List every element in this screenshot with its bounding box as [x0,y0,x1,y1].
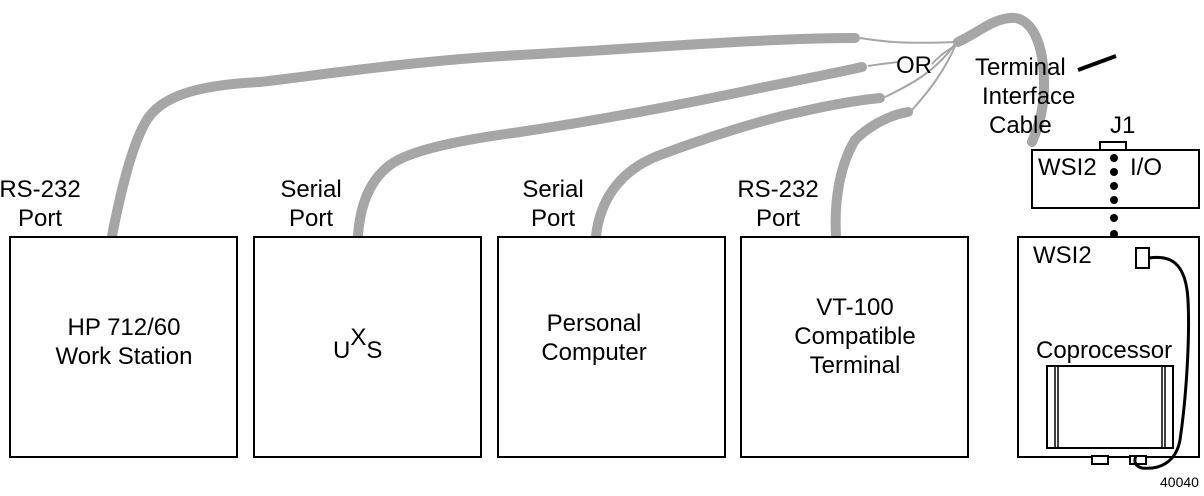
vt-name-1: VT-100 [816,294,893,321]
hp-port-label-1: RS-232 [0,176,81,203]
bottom-tab-right [1129,455,1147,465]
bottom-tab-left [1091,455,1109,465]
uxs-name: UXS [333,324,382,364]
cable-label-2: Interface [982,83,1075,110]
coprocessor-wsi2-label: WSI2 [1033,242,1092,269]
uxs-port-label-1: Serial [280,176,341,203]
cable-hp [107,33,860,241]
wire-or-right [931,43,959,65]
pc-box [497,236,726,458]
hp-port-label-2: Port [18,205,62,232]
internal-ribbon-cable [1133,255,1191,470]
pc-name-2: Computer [541,339,646,366]
or-label: OR [896,52,932,79]
vt-port-label-1: RS-232 [737,176,818,203]
pc-name-1: Personal [547,310,642,337]
cable-label-3: Cable [989,112,1052,139]
pc-port-label-2: Port [531,205,575,232]
cable-pc [591,93,885,241]
coprocessor-label: Coprocessor [1036,337,1172,364]
wire-hp [859,37,956,44]
uxs-port-label-2: Port [289,205,333,232]
io-board-wsi2-label: WSI2 [1038,154,1097,181]
hp-name-1: HP 712/60 [68,314,181,341]
cable-uxs [353,62,867,241]
cable-label-1: Terminal [975,54,1066,81]
j1-label: J1 [1110,112,1135,139]
wire-vt [911,43,957,111]
cable-vt [830,107,913,241]
coprocessor-port [1135,247,1150,269]
wire-pc [884,43,956,98]
uxs-box [253,236,482,458]
figure-id: 40040 [1160,474,1199,490]
cable-pointer [1077,54,1117,72]
pc-port-label-1: Serial [522,176,583,203]
terminal-interface-cable [953,12,1050,147]
io-board-io-label: I/O [1130,154,1162,181]
vt-box [740,236,969,458]
hp-box [9,236,238,458]
vt-name-3: Terminal [810,352,901,379]
wire-uxs [867,61,899,67]
coprocessor-module [1046,365,1174,449]
hp-name-2: Work Station [56,343,193,370]
vt-name-2: Compatible [794,323,915,350]
vt-port-label-2: Port [756,205,800,232]
